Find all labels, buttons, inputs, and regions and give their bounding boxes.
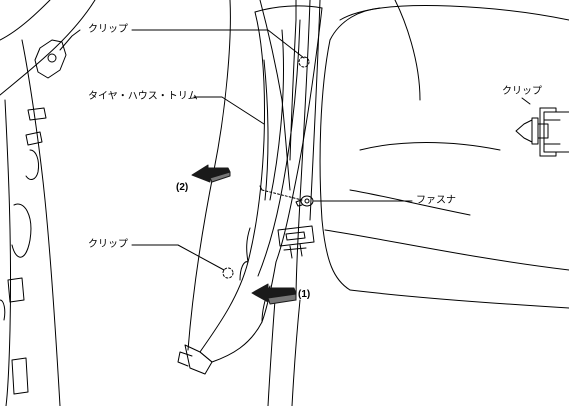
body-panel-left: [0, 0, 96, 406]
clip-marker-bottom: [222, 267, 234, 279]
label-clip-bottom: クリップ: [88, 239, 128, 250]
leader-trim: [193, 96, 265, 125]
label-fastener: ファスナ: [416, 195, 456, 206]
label-clip-detail: クリップ: [502, 86, 542, 97]
label-step-2: (2): [176, 182, 189, 193]
clip-detail-inset: [515, 107, 569, 157]
leader-clip-top: [131, 29, 305, 59]
leader-clip-detail: [521, 97, 531, 105]
arrow-step-2: [191, 164, 231, 183]
tire-house-trim: [177, 5, 323, 375]
label-tire-house-trim: タイヤ・ハウス・トリム: [88, 91, 198, 102]
seat-belt-anchor: [277, 225, 315, 259]
leader-clip-bottom: [131, 244, 225, 271]
pillar-structure: [187, 0, 321, 406]
label-clip-top: クリップ: [88, 24, 128, 35]
clip-marker-top: [298, 56, 310, 68]
fastener-part: [259, 185, 314, 207]
label-step-1: (1): [298, 289, 311, 300]
arrow-step-1: [251, 283, 297, 305]
seat-back-outline: [319, 0, 569, 309]
